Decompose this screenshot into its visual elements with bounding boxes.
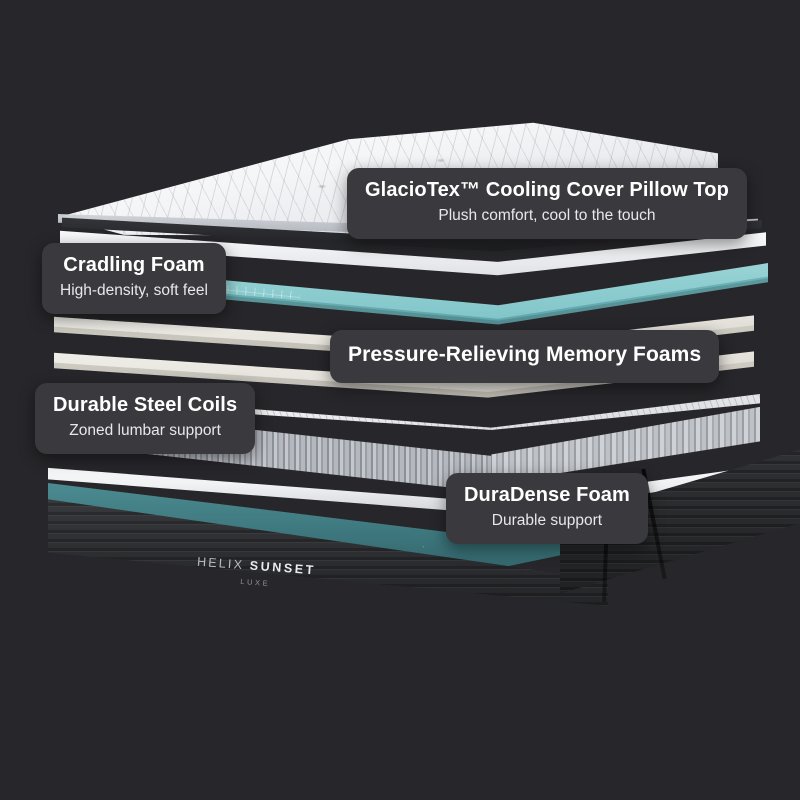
callout-coils-title: Durable Steel Coils: [53, 394, 238, 416]
callout-duradense-foam[interactable]: DuraDense Foam Durable support: [446, 473, 648, 544]
callout-glaciotex-title: GlacioTex™ Cooling Cover Pillow Top: [365, 179, 729, 201]
callout-duradense-title: DuraDense Foam: [464, 484, 630, 506]
callout-steel-coils[interactable]: Durable Steel Coils Zoned lumbar support: [35, 383, 256, 454]
callout-cradling-foam[interactable]: Cradling Foam High-density, soft feel: [42, 243, 226, 314]
callout-coils-subtitle: Zoned lumbar support: [69, 421, 221, 439]
callout-memory-title: Pressure-Relieving Memory Foams: [348, 343, 702, 366]
callout-memory-foams[interactable]: Pressure-Relieving Memory Foams: [330, 330, 720, 383]
callout-duradense-subtitle: Durable support: [491, 511, 603, 529]
callout-cradling-subtitle: High-density, soft feel: [60, 281, 208, 299]
callout-cradling-title: Cradling Foam: [63, 254, 205, 276]
callout-glaciotex-cover[interactable]: GlacioTex™ Cooling Cover Pillow Top Plus…: [347, 168, 747, 239]
callout-glaciotex-subtitle: Plush comfort, cool to the touch: [438, 206, 656, 224]
